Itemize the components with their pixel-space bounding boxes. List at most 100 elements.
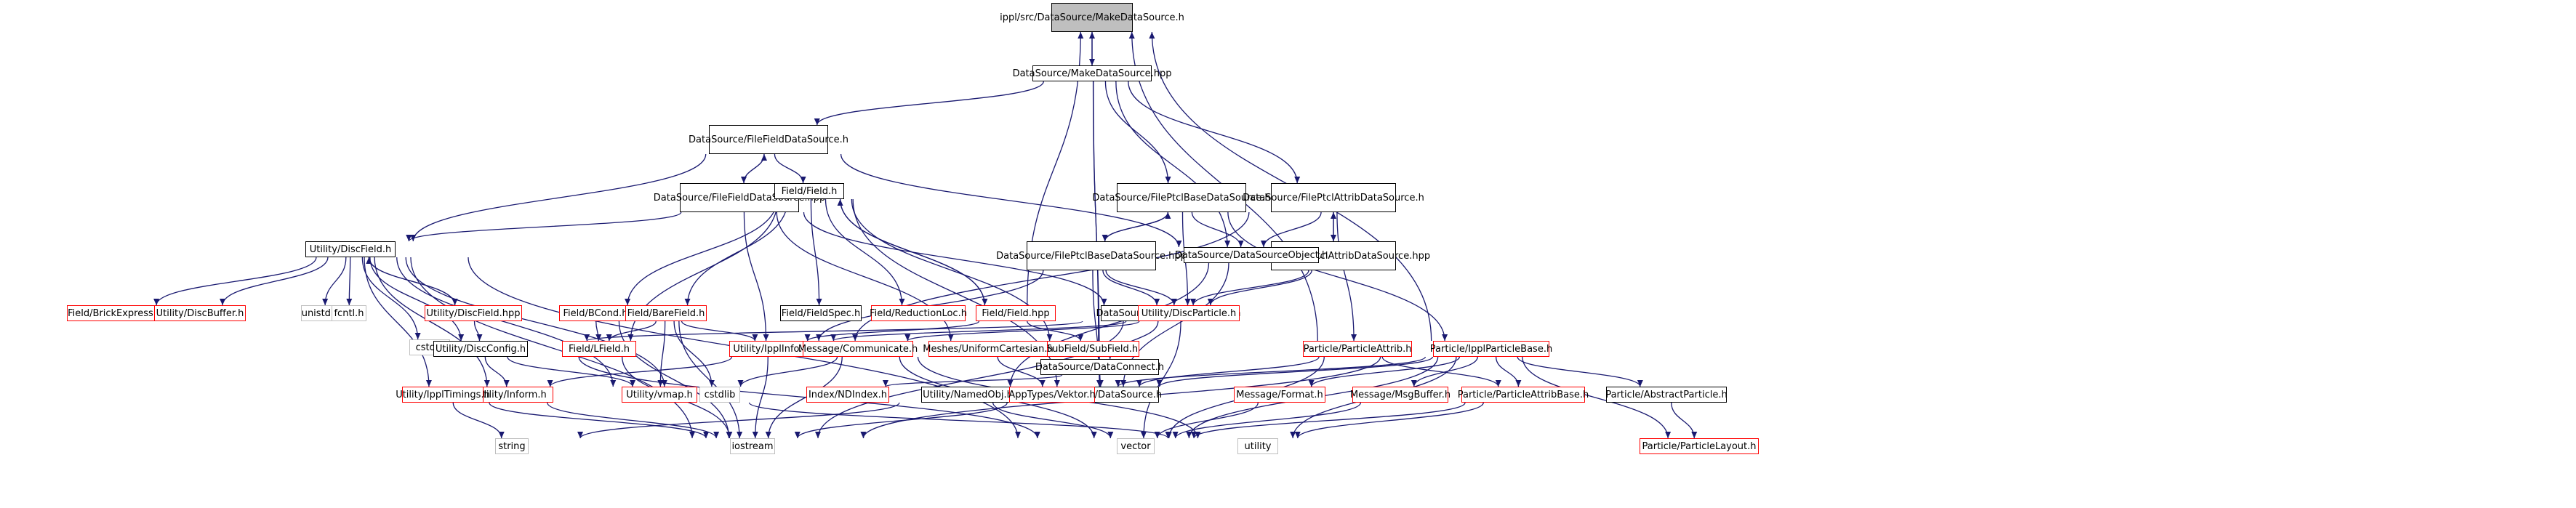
node-label-line: Source.h xyxy=(806,134,848,145)
node-disc-field-h[interactable]: Utility/DiscField.h xyxy=(305,241,396,257)
node-make-data-source-hpp[interactable]: DataSource/MakeDataSource.hpp xyxy=(1013,65,1171,81)
edge-discparticle-to-ipplinfo xyxy=(830,320,1127,342)
node-label-line: cstdlib xyxy=(704,389,736,400)
node-particle-attrib-base-h[interactable]: Particle/ParticleAttribBase.h xyxy=(1458,387,1589,403)
node-label-line: Utility/IpplTimings.h xyxy=(396,389,490,400)
node-disc-buffer-h[interactable]: Utility/DiscBuffer.h xyxy=(154,305,246,321)
edge-vmap-to-utility xyxy=(748,402,1171,439)
edge-mdshpp-to-ffds_h xyxy=(814,81,1044,126)
node-label-line: Index/NDIndex.h xyxy=(808,389,888,400)
node-utility: utility xyxy=(1237,438,1278,454)
edge-ffds_h-to-field xyxy=(774,153,806,184)
edge-discfield-to-iostream xyxy=(410,257,696,439)
edge-barefield-to-ipplinfo xyxy=(681,320,758,342)
edge-field-to-barefield xyxy=(684,198,789,306)
edge-communicate-to-cstdlib xyxy=(737,356,838,387)
edge-fpbds_hpp-to-discparticle xyxy=(1105,270,1177,306)
node-ippl-info-h[interactable]: Utility/IpplInfo.h xyxy=(729,341,812,357)
edge-inform-to-iostream xyxy=(547,402,720,439)
node-disc-config-h[interactable]: Utility/DiscConfig.h xyxy=(433,341,528,357)
edge-discfield_hpp-to-discconfig xyxy=(473,320,483,342)
edge-barefield-to-lfield xyxy=(606,320,657,342)
node-label-line: DataSource/FileFieldData xyxy=(653,192,772,203)
node-label-line: DataSource/FilePtclBaseData xyxy=(1092,192,1229,203)
node-label-line: Utility/Inform.h xyxy=(476,389,547,400)
node-uniform-cartesian-h[interactable]: Meshes/UniformCartesian.h xyxy=(923,341,1054,357)
node-label-line: SubField/SubField.h xyxy=(1046,343,1139,355)
edge-discfield-to-inform xyxy=(374,257,490,387)
edge-pattribbase-to-vector xyxy=(1191,402,1466,439)
node-label-line: Message/Communicate.h xyxy=(798,343,918,355)
node-disc-particle-h[interactable]: Utility/DiscParticle.h xyxy=(1138,305,1240,321)
node-ippl-particle-base-h[interactable]: Particle/IpplParticleBase.h xyxy=(1430,341,1552,357)
node-bare-field-h[interactable]: Field/BareField.h xyxy=(625,305,707,321)
node-bcond-h[interactable]: Field/BCond.h xyxy=(559,305,632,321)
edge-fpads_h-to-ipplinfo xyxy=(852,211,1250,342)
node-abstract-particle-h[interactable]: Particle/AbstractParticle.h xyxy=(1605,387,1728,403)
node-disc-field-hpp[interactable]: Utility/DiscField.hpp xyxy=(425,305,522,321)
node-label-line: Utility/IpplInfo.h xyxy=(733,343,808,355)
edge-dc-to-ndindex xyxy=(883,374,1063,387)
node-ippl-timings-h[interactable]: Utility/IpplTimings.h xyxy=(396,387,490,403)
edge-abstractparticle-to-particlelayout xyxy=(1671,402,1698,439)
node-label-line: ippl/src/DataSource xyxy=(1000,12,1093,23)
edge-discfield-to-fcntl xyxy=(346,257,353,306)
node-brick-expression-h[interactable]: Field/BrickExpression.h xyxy=(67,305,177,321)
node-particle-layout-h[interactable]: Particle/ParticleLayout.h xyxy=(1640,438,1759,454)
edge-discparticle-to-vector xyxy=(1140,320,1181,439)
node-lfield-h[interactable]: Field/LField.h xyxy=(562,341,636,357)
edge-ipplparticlebase-to-ds xyxy=(1156,356,1434,387)
edge-ffds_h-to-dso xyxy=(840,153,1182,248)
edge-mdshpp-to-fpbds_h xyxy=(1104,81,1171,184)
edge-ffds_hpp-to-ipplinfo xyxy=(743,211,769,342)
edge-communicate-to-iostream xyxy=(765,356,843,439)
edge-ipplparticlebase-to-msgbuffer xyxy=(1411,356,1478,387)
node-label-line: Utility/DiscField.h xyxy=(309,243,392,255)
node-ndindex-h[interactable]: Index/NDIndex.h xyxy=(806,387,889,403)
node-sub-field-h[interactable]: SubField/SubField.h xyxy=(1045,341,1139,357)
edge-ffds_hpp-to-ffds_h xyxy=(743,153,767,184)
edge-ipplparticlebase-to-particlelayout xyxy=(1522,356,1672,439)
edge-fpbds_hpp-to-fdc xyxy=(1102,270,1160,306)
node-label-line: DataSource/DataConnect.h xyxy=(1035,361,1165,373)
node-named-obj-h[interactable]: Utility/NamedObj.h xyxy=(921,387,1014,403)
node-fcntl-h: fcntl.h xyxy=(332,305,366,321)
node-label-line: Field/Field.hpp xyxy=(982,307,1050,319)
node-inform-h[interactable]: Utility/Inform.h xyxy=(469,387,553,403)
node-data-connect-h[interactable]: DataSource/DataConnect.h xyxy=(1035,359,1164,375)
node-label-line: Field/FieldSpec.h xyxy=(781,307,861,319)
node-vektor-h[interactable]: AppTypes/Vektor.h xyxy=(1008,387,1096,403)
node-field-h[interactable]: Field/Field.h xyxy=(774,183,844,199)
edge-discfield-to-brickexpr xyxy=(153,257,317,306)
node-msg-format-h[interactable]: Message/Format.h xyxy=(1234,387,1325,403)
node-field-spec-h[interactable]: Field/FieldSpec.h xyxy=(780,305,862,321)
node-label-line: unistd.h xyxy=(301,307,340,319)
node-particle-attrib-h[interactable]: Particle/ParticleAttrib.h xyxy=(1303,341,1412,357)
edge-mdshpp-to-fpads_h xyxy=(1128,81,1301,184)
node-label-line: Utility/DiscBuffer.h xyxy=(156,307,244,319)
edge-fpads_hpp-to-fdc xyxy=(1190,270,1309,306)
node-communicate-h[interactable]: Message/Communicate.h xyxy=(798,341,918,357)
node-msg-buffer-h[interactable]: Message/MsgBuffer.h xyxy=(1350,387,1450,403)
node-label-line: DataSource.h xyxy=(1360,192,1424,203)
node-label-line: Message/Format.h xyxy=(1236,389,1323,400)
edge-field-to-fieldspec xyxy=(810,198,822,306)
edge-ippltimings-to-iostream xyxy=(489,402,709,439)
edge-fpbds_h-to-ipplparticlebase xyxy=(1227,211,1448,342)
node-label-line: Field/BrickExpression.h xyxy=(68,307,177,319)
node-data-source-object-h[interactable]: DataSource/DataSourceObject.h xyxy=(1175,247,1328,263)
node-reduction-loc-h[interactable]: Field/ReductionLoc.h xyxy=(870,305,967,321)
edge-field_hpp-to-ipplinfo xyxy=(804,320,980,342)
edge-discparticle-to-communicate xyxy=(904,320,1140,342)
node-label-line: Particle/ParticleLayout.h xyxy=(1642,440,1757,452)
node-label-line: Utility/DiscField.hpp xyxy=(426,307,521,319)
node-iostream: iostream xyxy=(730,438,775,454)
node-vmap-h[interactable]: Utility/vmap.h xyxy=(622,387,697,403)
node-field-hpp[interactable]: Field/Field.hpp xyxy=(976,305,1056,321)
node-label-line: DataSource/FilePtclBaseData xyxy=(996,250,1133,262)
edge-ipplparticlebase-to-vektor xyxy=(1115,356,1427,387)
